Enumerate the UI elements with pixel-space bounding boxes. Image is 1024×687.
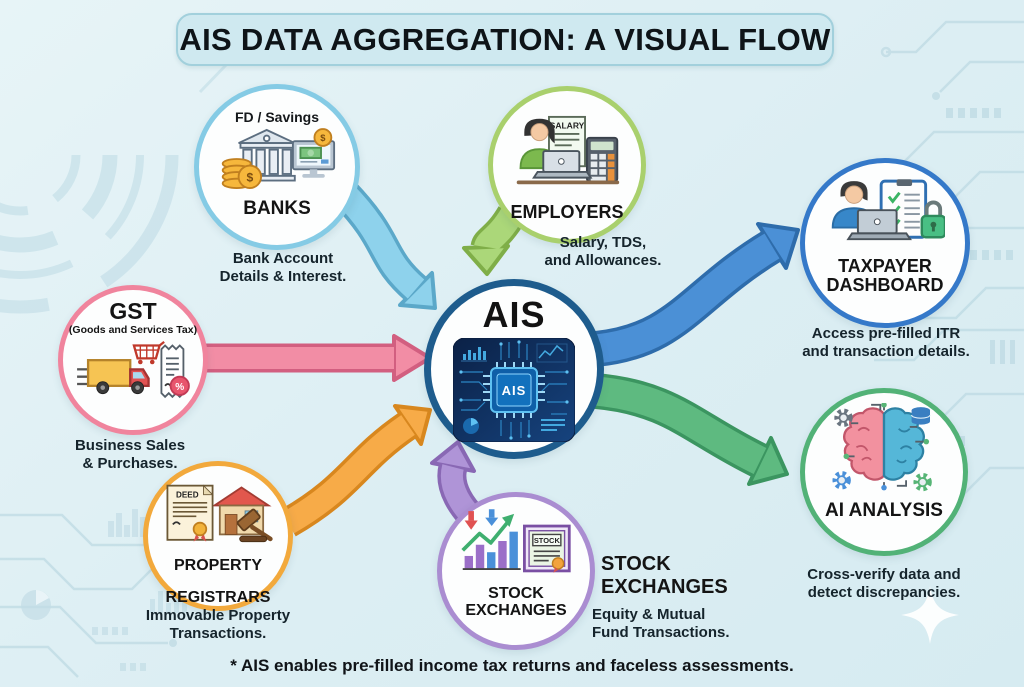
arrow-employers-to-ais: [462, 205, 526, 276]
property-registrars-node: DEED PROPERTY REGISTRARS: [143, 461, 293, 611]
banks-label: BANKS: [243, 198, 311, 219]
page-title: AIS DATA AGGREGATION: A VISUAL FLOW: [176, 13, 834, 66]
svg-text:SALARY: SALARY: [550, 120, 585, 130]
taxpayer-caption: Access pre-filled ITR and transaction de…: [802, 325, 970, 360]
property-label-line2: REGISTRARS: [165, 588, 271, 606]
svg-text:DEED: DEED: [176, 490, 199, 499]
employers-caption: Salary, TDS, and Allowances.: [544, 234, 662, 269]
gear-icon: [913, 472, 932, 492]
gear-icon: [832, 471, 851, 490]
arrow-ais-to-taxpayer: [593, 222, 800, 367]
footnote: * AIS enables pre-filled income tax retu…: [230, 656, 794, 675]
stock-chart-certificate-icon: STOCK: [461, 509, 571, 573]
gst-truck-receipt-icon: %: [77, 340, 190, 399]
employer-worker-icon: SALARY: [516, 115, 620, 185]
gst-label: GST: [109, 298, 157, 324]
arrow-gst-to-ais: [205, 334, 432, 382]
property-caption: Immovable Property Transactions.: [145, 607, 291, 642]
tech-arcs-decoration: [0, 0, 238, 314]
ais-chip-icon: AIS: [453, 338, 575, 442]
arrow-banks-to-ais: [332, 181, 437, 310]
property-label-line1: PROPERTY: [173, 557, 262, 575]
sparkle-icon: [901, 586, 959, 644]
ai-brain-icon: [832, 403, 932, 492]
banks-caption: Bank Account Details & Interest.: [219, 250, 347, 285]
stock-caption: Equity & Mutual Fund Transactions.: [592, 606, 730, 641]
stock-label-line2: EXCHANGES: [465, 602, 567, 620]
taxpayer-laptop-checklist-icon: [831, 179, 945, 241]
arrow-property-to-ais: [280, 404, 432, 537]
svg-text:$: $: [246, 170, 253, 184]
taxpayer-label-line1: TAXPAYER: [838, 256, 932, 276]
gst-node: GST (Goods and Services Tax) %: [58, 285, 208, 435]
svg-text:$: $: [320, 133, 326, 143]
employers-node: SALARY EMPLOYERS: [488, 86, 646, 244]
stock-exchanges-heading: STOCK EXCHANGES: [601, 553, 728, 598]
ais-central-node: AIS: [424, 279, 604, 459]
svg-text:AIS: AIS: [502, 383, 527, 398]
svg-text:STOCK: STOCK: [534, 536, 561, 545]
stock-exchanges-node: STOCK STOCK EXCHANGES: [437, 492, 595, 650]
taxpayer-dashboard-node: TAXPAYER DASHBOARD: [800, 158, 970, 328]
ais-label: AIS: [482, 294, 546, 335]
svg-text:%: %: [175, 382, 184, 393]
employers-label: EMPLOYERS: [510, 202, 624, 222]
ai-analysis-node: AI ANALYSIS: [800, 388, 968, 556]
stock-label-line1: STOCK: [488, 585, 544, 602]
ai-analysis-label: AI ANALYSIS: [825, 500, 943, 521]
arrow-ais-to-ai-analysis: [594, 373, 789, 486]
ai-analysis-caption: Cross-verify data and detect discrepanci…: [807, 566, 961, 601]
database-icon: [911, 407, 931, 425]
banks-fd-savings-tag: FD / Savings: [234, 109, 320, 125]
taxpayer-label-line2: DASHBOARD: [826, 275, 944, 296]
gst-sublabel: (Goods and Services Tax): [68, 324, 198, 336]
gst-caption: Business Sales & Purchases.: [74, 437, 186, 472]
bank-icon: $ $: [221, 128, 336, 189]
banks-node: FD / Savings $: [194, 84, 360, 250]
deed-house-gavel-icon: DEED: [166, 484, 273, 543]
gear-icon: [834, 408, 853, 427]
